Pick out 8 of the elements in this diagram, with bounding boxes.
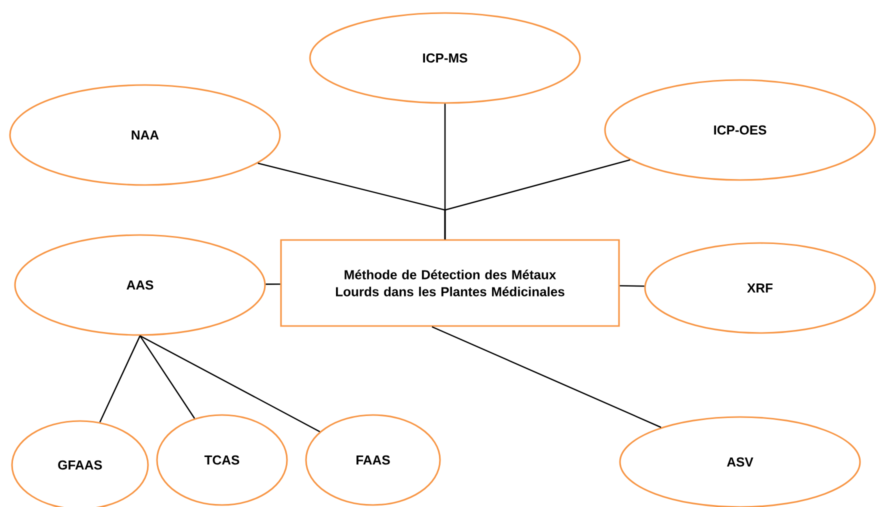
connector-line: [139, 335, 196, 419]
connector-line: [99, 336, 141, 422]
connector-line: [266, 283, 280, 285]
connector-line: [444, 159, 630, 240]
connector-line: [620, 285, 644, 287]
connector-line: [432, 326, 662, 428]
title-box: Méthode de Détection des Métaux Lourds dans les Plantes Médicinales: [280, 239, 620, 327]
connector-line: [140, 335, 320, 432]
